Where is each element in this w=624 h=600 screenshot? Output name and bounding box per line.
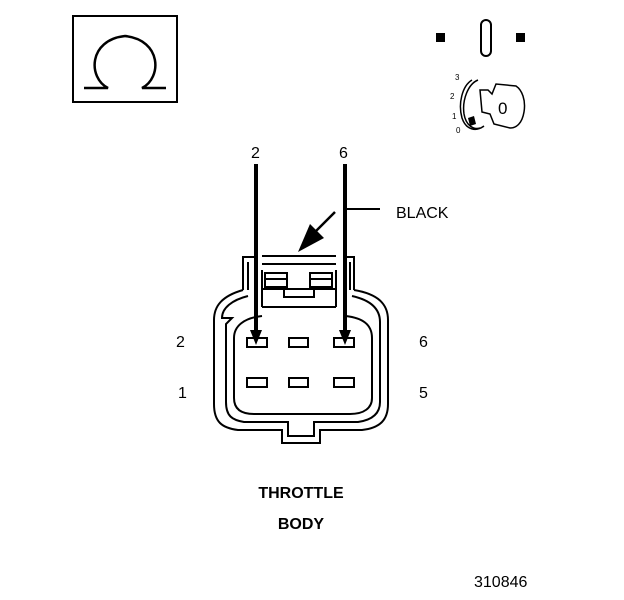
- pin-cavities: [246, 337, 355, 388]
- component-title-line2: BODY: [278, 516, 325, 533]
- wire-color-label: BLACK: [396, 205, 449, 222]
- key-position-label: 0: [498, 99, 507, 118]
- pin-label-5: 5: [419, 385, 428, 402]
- probe-arrow-pin-2: [250, 164, 262, 345]
- position-3-label: 3: [455, 73, 460, 82]
- probe-arrow-pin-6: [339, 164, 351, 345]
- pin-1: [246, 377, 268, 388]
- ohm-icon: [72, 15, 178, 103]
- arrow-label-6: 6: [339, 145, 348, 162]
- position-2-label: 2: [450, 92, 455, 101]
- pin-3: [288, 377, 309, 388]
- pin-label-2: 2: [176, 334, 185, 351]
- component-title-line1: THROTTLE: [258, 485, 344, 502]
- pin-label-6: 6: [419, 334, 428, 351]
- callout-arrow-icon: [298, 211, 336, 252]
- figure-number: 310846: [474, 574, 527, 591]
- arrow-label-2: 2: [251, 145, 260, 162]
- pin-label-1: 1: [178, 385, 187, 402]
- ignition-off-icon: 3 2 1 0 0: [436, 19, 526, 135]
- position-1-label: 1: [452, 112, 457, 121]
- pin-5: [333, 377, 355, 388]
- connector-body: [213, 255, 389, 444]
- pin-4: [288, 337, 309, 348]
- position-0-label: 0: [456, 126, 461, 135]
